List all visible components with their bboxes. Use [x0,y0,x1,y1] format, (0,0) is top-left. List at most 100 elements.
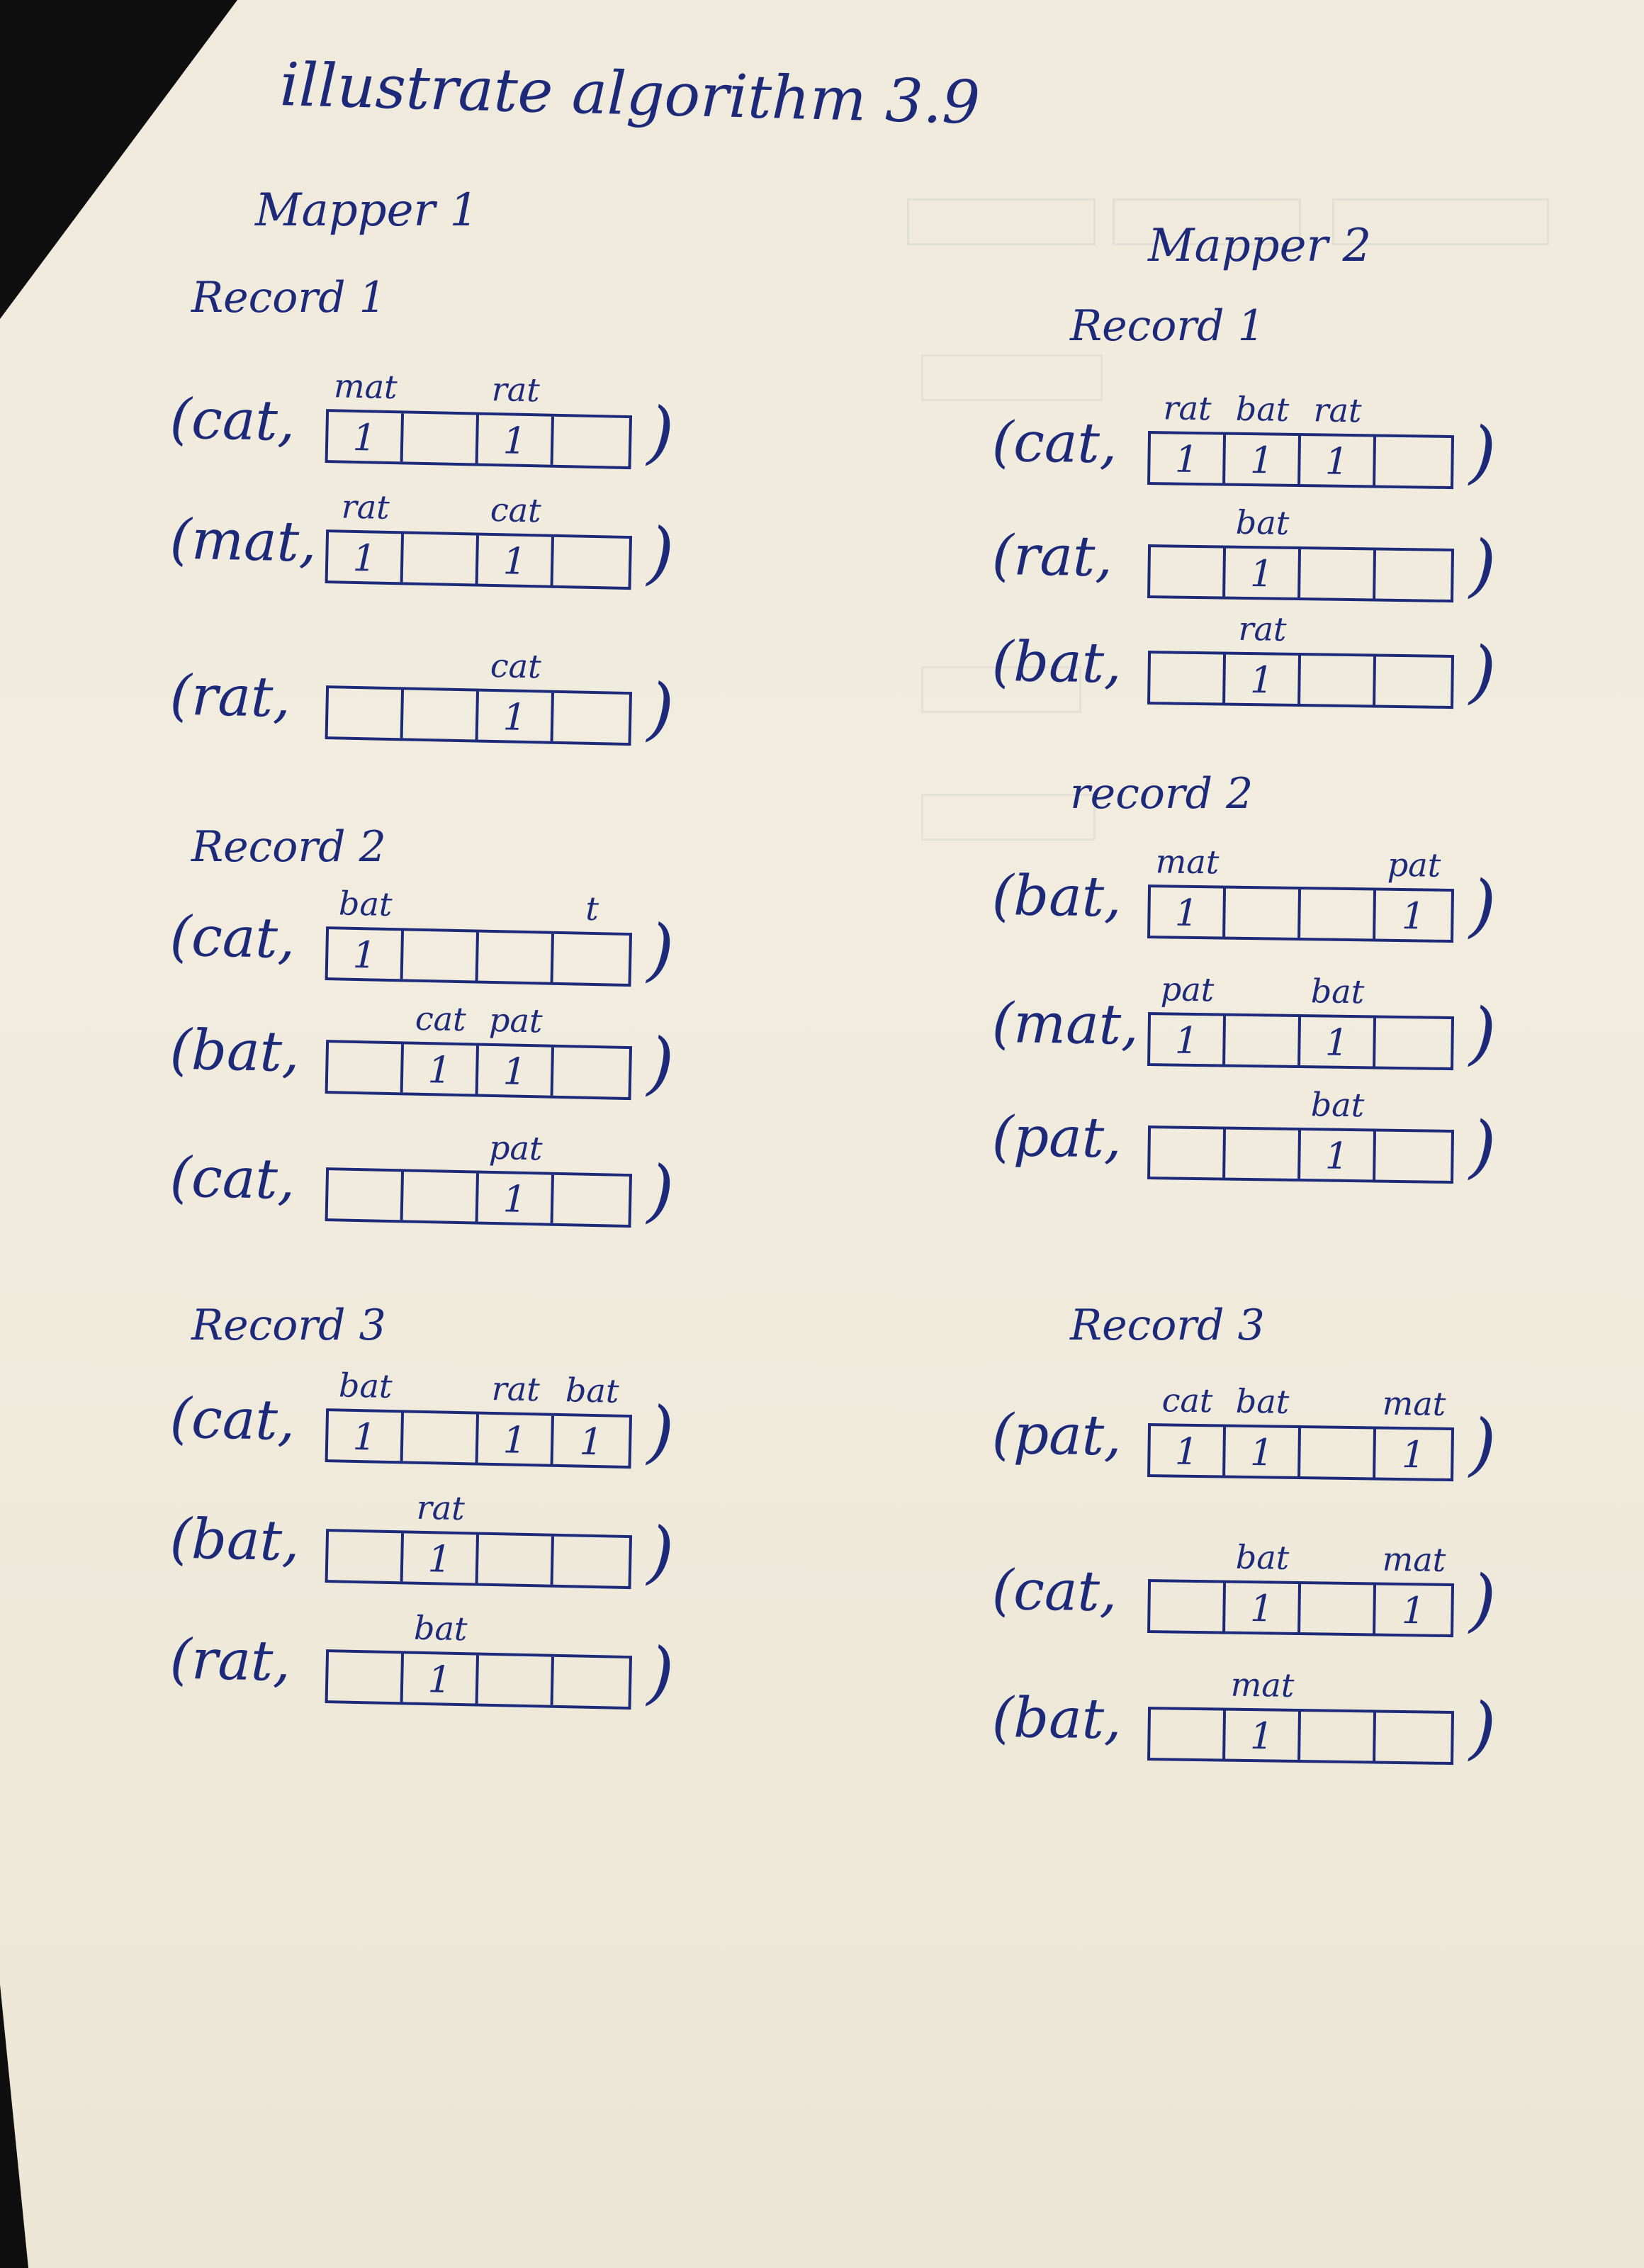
stripe-key: (rat, [169,663,292,731]
cell-count: 1 [1324,1135,1349,1178]
stripe-cell: mat 1 [327,366,405,462]
stripe-cell [553,1048,629,1097]
cell-count: 1 [502,696,527,739]
cell-count: 1 [502,1419,527,1462]
cell-word-label: cat [490,490,542,530]
cell-word-label: rat [341,487,390,527]
closing-paren: ) [1468,1560,1497,1640]
cell-word-label: rat [416,1488,466,1528]
stripe-cell [1150,547,1227,597]
cell-word-label: bat [338,1366,393,1406]
cell-word-label: pat [488,1000,543,1040]
stripe-cell [1300,889,1376,939]
cell-count: 1 [1174,438,1199,482]
cell-count: 1 [352,416,377,460]
stripe-key: (rat, [991,523,1113,590]
mapper2-record-2-heading: record 2 [1070,769,1254,819]
closing-paren: ) [646,512,675,593]
closing-paren: ) [646,1150,675,1231]
stripe-key: (cat, [169,904,296,972]
stripe-cell [327,1532,405,1582]
closing-paren: ) [1468,1404,1497,1484]
cell-word-label: bat [565,1371,619,1410]
stripe-key: (mat, [169,507,317,575]
closing-paren: ) [646,1512,675,1593]
stripe-cell: rat 1 [478,370,554,465]
stripe-cell [553,1657,629,1707]
cell-count: 1 [352,537,377,580]
stripe-box: mat 1 [1147,1666,1455,1765]
closing-paren: ) [1468,865,1497,945]
cell-count: 1 [427,1049,452,1092]
cell-word-label: mat [1382,1539,1446,1579]
cell-count: 1 [1249,1432,1274,1475]
page-title: illustrate algorithm 3.9 [278,50,981,137]
stripe-cell [1150,1128,1227,1178]
stripe-cell [478,1534,554,1585]
cell-count: 1 [352,933,377,977]
cell-count: 1 [1249,1715,1274,1758]
stripe-key: (mat, [991,991,1139,1057]
cell-word-label: mat [333,366,398,407]
closing-paren: ) [646,1391,675,1472]
stripe-cell [327,1043,405,1093]
cell-word-label: rat [1238,609,1287,649]
cell-word-label: bat [338,884,393,924]
stripe-key: (cat, [169,1386,296,1454]
cell-word-label: bat [1310,972,1365,1011]
stripe-cell [402,1413,480,1463]
stripe-cell [1300,1584,1376,1634]
stripe-cell [1150,1710,1227,1759]
stripe-cell [327,1652,405,1702]
stripe-key: (bat, [169,1507,300,1574]
stripe-cell [327,688,405,739]
mapper1-record-1-heading: Record 1 [191,273,386,322]
closing-paren: ) [1468,525,1497,605]
cell-word-label: mat [1230,1665,1295,1705]
closing-paren: ) [1468,1106,1497,1186]
cell-count: 1 [1249,439,1274,483]
stripe-cell [1375,1018,1451,1067]
stripe-cell [1375,551,1451,600]
stripe-cell [478,932,554,982]
stripe-cell [553,1537,629,1586]
stripe-cell [553,417,629,466]
cell-count: 1 [502,420,527,463]
cell-word-label: cat [1161,1381,1213,1420]
cell-word-label: rat [491,369,541,410]
cell-count: 1 [1324,440,1349,483]
cell-word-label: pat [488,1128,543,1168]
cell-count: 1 [1174,1019,1199,1063]
closing-paren: ) [646,1023,675,1104]
cell-word-label: mat [1382,1383,1446,1423]
